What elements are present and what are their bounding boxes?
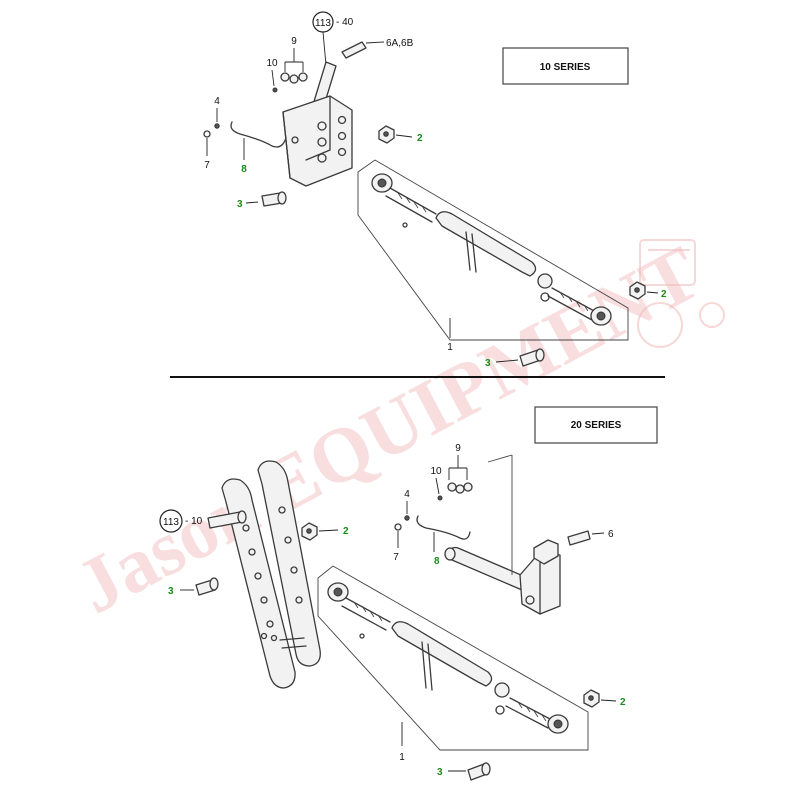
callout-bottom-4: 4 — [404, 489, 410, 500]
series-title-10: 10 SERIES — [540, 62, 591, 73]
callout-top-2a: 2 — [417, 133, 423, 144]
callout-bottom-3a: 3 — [168, 586, 174, 597]
nut-top-a — [378, 125, 395, 144]
pin-3-top-a — [261, 191, 287, 207]
callout-bottom-10: 10 — [430, 466, 442, 477]
ref-suffix-top: - 40 — [336, 17, 354, 28]
callout-top-10: 10 — [266, 58, 278, 69]
jam-nut-icon — [537, 273, 553, 289]
callout-6a6b: 6A,6B — [386, 38, 414, 49]
nut-bottom-a — [301, 522, 318, 541]
leveling-link-bottom — [327, 582, 569, 734]
pin-6a6b — [341, 41, 385, 59]
callout-bottom-1: 1 — [399, 752, 405, 763]
nut-bottom-b — [583, 689, 600, 708]
callout-bottom-7: 7 — [393, 552, 399, 563]
bottom-assembly: 113 - 10 2 3 9 10 4 — [159, 443, 626, 781]
callout-top-1: 1 — [447, 342, 453, 353]
series-box-20: 20 SERIES — [534, 406, 658, 444]
nut-icon — [203, 130, 211, 138]
callout-top-4: 4 — [214, 96, 220, 107]
callout-top-3b: 3 — [485, 358, 491, 369]
watermark-tractor-icon — [637, 239, 725, 348]
callout-top-8: 8 — [241, 164, 247, 175]
ref-circle-top-label: 113 — [315, 18, 331, 29]
callout-top-9: 9 — [291, 36, 297, 47]
callout-top-3a: 3 — [237, 199, 243, 210]
callout-bottom-3b: 3 — [437, 767, 443, 778]
series-box-10: 10 SERIES — [502, 47, 629, 85]
series-title-20: 20 SERIES — [571, 420, 622, 431]
top-assembly: 113 - 40 6A,6B 9 10 — [203, 11, 667, 369]
washer-icon — [280, 72, 290, 82]
lift-arms — [221, 460, 321, 689]
pin-3-bottom-b — [467, 762, 491, 781]
callout-bottom-2a: 2 — [343, 526, 349, 537]
callout-bottom-8: 8 — [434, 556, 440, 567]
nut-top-b — [629, 281, 646, 300]
lift-bracket — [282, 61, 353, 187]
pin-3-top-b — [519, 348, 545, 367]
ref-circle-bottom — [159, 509, 183, 533]
spring-clip-icon — [230, 121, 287, 148]
callout-top-2b: 2 — [661, 289, 667, 300]
spring-clip-bottom-icon — [416, 515, 471, 540]
ref-circle-bottom-label: 113 — [163, 517, 179, 528]
callout-top-7: 7 — [204, 160, 210, 171]
cross-shaft — [444, 454, 561, 615]
pin-3-bottom-a — [195, 577, 219, 596]
callout-bottom-6: 6 — [608, 529, 614, 540]
callout-bottom-9: 9 — [455, 443, 461, 454]
leveling-link-top — [371, 173, 612, 326]
callout-bottom-2b: 2 — [620, 697, 626, 708]
ref-suffix-bottom: - 10 — [185, 516, 203, 527]
